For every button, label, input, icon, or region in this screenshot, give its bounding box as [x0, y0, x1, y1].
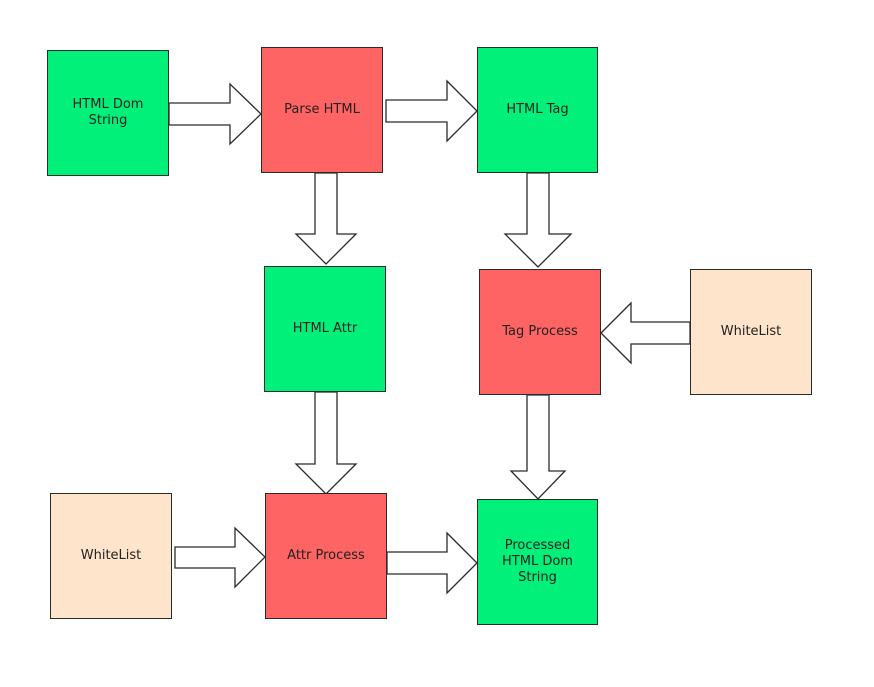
node-tag-process: Tag Process — [479, 269, 601, 395]
arrow-html-dom-string-to-parse-html — [168, 82, 262, 146]
node-html-tag: HTML Tag — [477, 47, 598, 173]
arrow-html-attr-to-attr-process — [294, 391, 358, 495]
node-label: Processed HTML Dom String — [502, 538, 573, 585]
node-html-attr: HTML Attr — [264, 266, 386, 392]
node-attr-process: Attr Process — [265, 493, 387, 619]
arrow-whitelist-right-to-tag-process — [600, 301, 691, 365]
node-parse-html: Parse HTML — [261, 47, 383, 173]
arrow-parse-html-to-html-tag — [385, 79, 478, 143]
node-whitelist-left: WhiteList — [50, 493, 172, 619]
arrow-whitelist-left-to-attr-process — [174, 526, 266, 589]
node-label: HTML Attr — [292, 321, 358, 336]
node-label: HTML Tag — [506, 102, 569, 117]
node-label: Attr Process — [287, 548, 365, 563]
node-whitelist-right: WhiteList — [690, 269, 812, 395]
arrow-html-tag-to-tag-process — [503, 172, 573, 268]
node-label: HTML Dom String — [72, 97, 144, 128]
arrow-attr-process-to-processed — [386, 531, 478, 595]
node-label: WhiteList — [720, 324, 782, 339]
arrow-tag-process-to-processed — [509, 394, 567, 500]
arrow-parse-html-to-html-attr — [294, 172, 358, 265]
node-processed-html-dom-string: Processed HTML Dom String — [477, 499, 598, 625]
node-label: Parse HTML — [284, 102, 360, 117]
node-label: Tag Process — [502, 324, 578, 339]
node-label: WhiteList — [80, 548, 142, 563]
node-html-dom-string: HTML Dom String — [47, 50, 169, 176]
